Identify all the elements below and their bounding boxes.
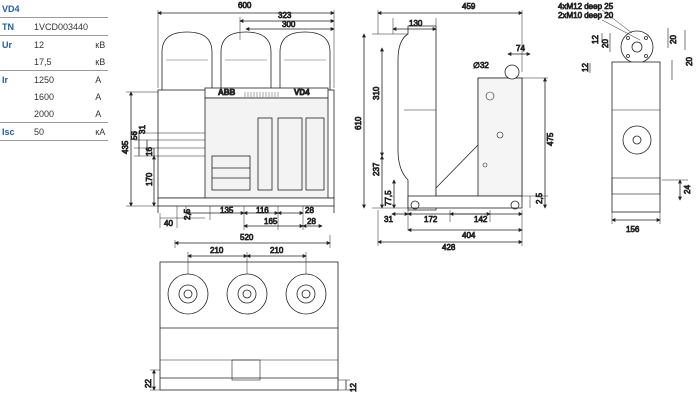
front-indicators bbox=[277, 117, 303, 191]
dim-16: 16 bbox=[145, 147, 154, 156]
spec-value: 2000 bbox=[32, 105, 94, 123]
spec-value: 12 bbox=[34, 39, 45, 50]
spec-unit: кВ bbox=[93, 53, 108, 71]
spec-unit: A bbox=[95, 91, 102, 102]
dim-475: 475 bbox=[546, 132, 555, 146]
dim-28b: 28 bbox=[307, 217, 316, 226]
dim-31: 31 bbox=[138, 125, 147, 134]
spec-value: 1250 bbox=[34, 74, 55, 85]
dim-40: 40 bbox=[164, 219, 173, 228]
spec-value: 1600 bbox=[34, 91, 55, 102]
front-model: VD4 bbox=[294, 88, 310, 97]
spec-label: Ur bbox=[2, 39, 13, 50]
spec-label: TN bbox=[0, 17, 32, 36]
spec-unit: кА bbox=[93, 122, 108, 141]
side-view: 459 130 74 ∅32 310 610 475 237 77,5 2,5 … bbox=[354, 2, 556, 253]
dim-210b: 210 bbox=[270, 246, 284, 255]
detail-terminal-top bbox=[620, 30, 654, 64]
pole-bushings bbox=[161, 31, 331, 93]
dim-74: 74 bbox=[516, 44, 525, 53]
side-dimensions bbox=[362, 10, 548, 246]
dim-610: 610 bbox=[354, 116, 363, 130]
spec-unit: кВ bbox=[95, 39, 106, 50]
front-pushbuttons bbox=[305, 117, 325, 191]
dim-459: 459 bbox=[462, 2, 476, 11]
dim-165: 165 bbox=[264, 217, 278, 226]
dim-435: 435 bbox=[121, 140, 130, 154]
dim-77-5: 77,5 bbox=[384, 190, 393, 206]
dim-det-12a: 12 bbox=[591, 35, 600, 44]
top-dimensions bbox=[150, 252, 350, 391]
side-chassis bbox=[407, 195, 523, 209]
dim-428: 428 bbox=[442, 243, 456, 252]
spec-value: 1VCD003440 bbox=[32, 17, 94, 36]
dim-det-12b: 12 bbox=[581, 63, 590, 72]
dim-22: 22 bbox=[144, 379, 153, 388]
spec-label: Ir bbox=[2, 74, 9, 85]
spec-label bbox=[0, 105, 32, 123]
detail-note-m12: 4xM12 deep 25 bbox=[558, 2, 614, 11]
spec-row: Ur 12 кВ bbox=[0, 36, 108, 54]
side-pole bbox=[397, 25, 437, 211]
spec-label: Isc bbox=[0, 122, 32, 141]
spec-value: 50 bbox=[32, 122, 94, 141]
dim-323: 323 bbox=[278, 11, 292, 20]
dim-det-20b: 20 bbox=[669, 35, 678, 44]
dim-600: 600 bbox=[238, 1, 252, 10]
dim-142: 142 bbox=[474, 215, 488, 224]
front-mechanism bbox=[257, 117, 273, 191]
dim-130: 130 bbox=[409, 19, 423, 28]
dim-300: 300 bbox=[282, 20, 296, 29]
front-brand: ABB bbox=[218, 88, 236, 97]
dim-det-24: 24 bbox=[683, 185, 692, 194]
top-view: 210 210 22 12 bbox=[144, 246, 359, 393]
dim-det-20c: 20 bbox=[685, 57, 694, 66]
dim-520: 520 bbox=[240, 233, 254, 242]
top-poles bbox=[167, 273, 327, 315]
front-panel-vents bbox=[244, 92, 279, 97]
dim-404: 404 bbox=[462, 231, 476, 240]
dim-310: 310 bbox=[372, 86, 381, 100]
dim-116: 116 bbox=[256, 206, 269, 215]
front-chassis bbox=[157, 197, 335, 207]
spec-unit: A bbox=[95, 74, 102, 85]
front-counter-box bbox=[211, 155, 251, 191]
dim-28a: 28 bbox=[305, 206, 314, 215]
front-view: ABB VD4 bbox=[121, 1, 335, 248]
dim-side-31: 31 bbox=[384, 215, 393, 224]
dim-170: 170 bbox=[145, 172, 154, 186]
side-contact-32 bbox=[504, 64, 520, 80]
dim-135: 135 bbox=[220, 206, 234, 215]
detail-view: 4xM12 deep 25 2xM10 deep 20 12 20 12 20 … bbox=[558, 2, 695, 235]
dim-det-20a: 20 bbox=[601, 39, 610, 48]
spec-unit bbox=[93, 17, 108, 36]
spec-row: 1600 A bbox=[0, 88, 108, 105]
front-dimensions bbox=[126, 10, 335, 248]
detail-terminal-bottom bbox=[622, 125, 652, 155]
front-panel bbox=[204, 97, 329, 199]
spec-title: VD4 bbox=[2, 3, 20, 14]
dim-210a: 210 bbox=[210, 246, 224, 255]
dim-172: 172 bbox=[424, 215, 438, 224]
detail-dimensions bbox=[589, 9, 688, 224]
dim-dia32: ∅32 bbox=[473, 61, 489, 70]
dim-2-5: 2,5 bbox=[183, 208, 192, 220]
dim-top-12: 12 bbox=[349, 383, 358, 392]
spec-value: 17,5 bbox=[32, 53, 94, 71]
dim-237: 237 bbox=[372, 162, 381, 176]
spec-label bbox=[0, 53, 32, 71]
dim-56: 56 bbox=[130, 131, 139, 140]
detail-note-m10: 2xM10 deep 20 bbox=[558, 11, 614, 20]
spec-unit: A bbox=[93, 105, 108, 123]
dim-side-2-5: 2,5 bbox=[535, 192, 544, 204]
spec-row: Ir 1250 A bbox=[0, 71, 108, 89]
dim-det-156: 156 bbox=[626, 225, 640, 234]
